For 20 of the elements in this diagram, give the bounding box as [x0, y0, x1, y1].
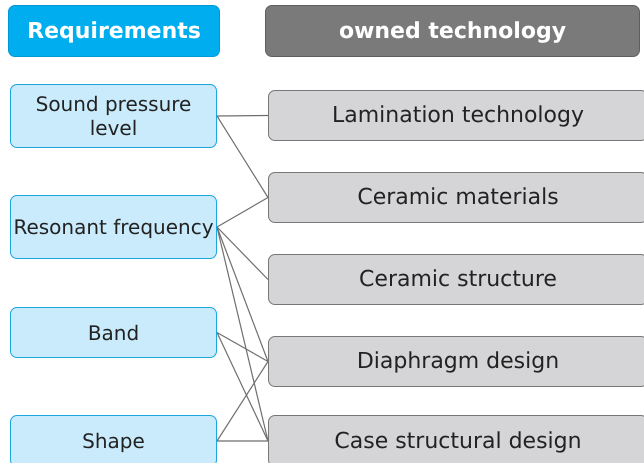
technology-box: Ceramic structure	[268, 254, 644, 305]
requirement-box: Resonant frequency	[10, 195, 217, 259]
connector-line	[216, 226, 269, 362]
connector-line	[216, 196, 268, 228]
technology-box: Diaphragm design	[268, 336, 644, 387]
connector-line	[217, 440, 268, 442]
technology-box: Lamination technology	[268, 90, 644, 141]
connector-line	[216, 226, 268, 280]
requirement-box: Sound pressure level	[10, 84, 217, 148]
requirement-box: Shape	[10, 415, 217, 463]
requirement-box: Band	[10, 307, 217, 358]
connector-line	[216, 361, 268, 442]
connector-line	[217, 114, 268, 117]
technology-box: Case structural design	[268, 415, 644, 463]
header-box: Requirements	[8, 5, 220, 57]
connector-line	[216, 332, 268, 362]
header-box: owned technology	[265, 5, 640, 57]
connector-line	[216, 116, 268, 198]
connector-line	[216, 332, 269, 442]
technology-box: Ceramic materials	[268, 172, 644, 223]
